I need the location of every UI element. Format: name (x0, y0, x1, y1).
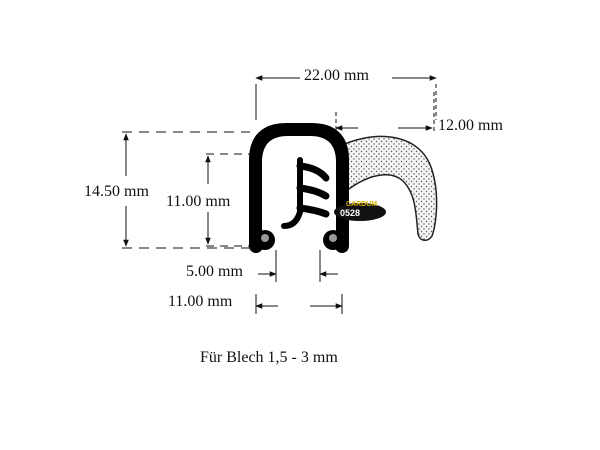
dimension-base-width (255, 294, 343, 314)
sponge-seal (335, 135, 438, 241)
label-base-width: 11.00 mm (168, 293, 233, 310)
label-total-height: 14.50 mm (84, 183, 149, 200)
dimension-slot-width (258, 250, 338, 282)
caption-sheet-thickness: Für Blech 1,5 - 3 mm (200, 349, 338, 366)
logo-brand: CARDUM (346, 201, 377, 208)
dimension-total-height (122, 131, 250, 249)
cardum-logo: CARDUM 0528 (334, 201, 386, 221)
u-profile (249, 123, 349, 253)
label-width-top: 22.00 mm (304, 67, 369, 84)
dimension-inner-height (205, 153, 250, 247)
logo-code: 0528 (340, 208, 360, 218)
label-lip-width: 12.00 mm (438, 117, 503, 134)
dimension-width-top (255, 75, 437, 120)
dimension-lip-width (335, 92, 435, 140)
label-inner-height: 11.00 mm (166, 193, 231, 210)
label-slot-width: 5.00 mm (186, 263, 243, 280)
